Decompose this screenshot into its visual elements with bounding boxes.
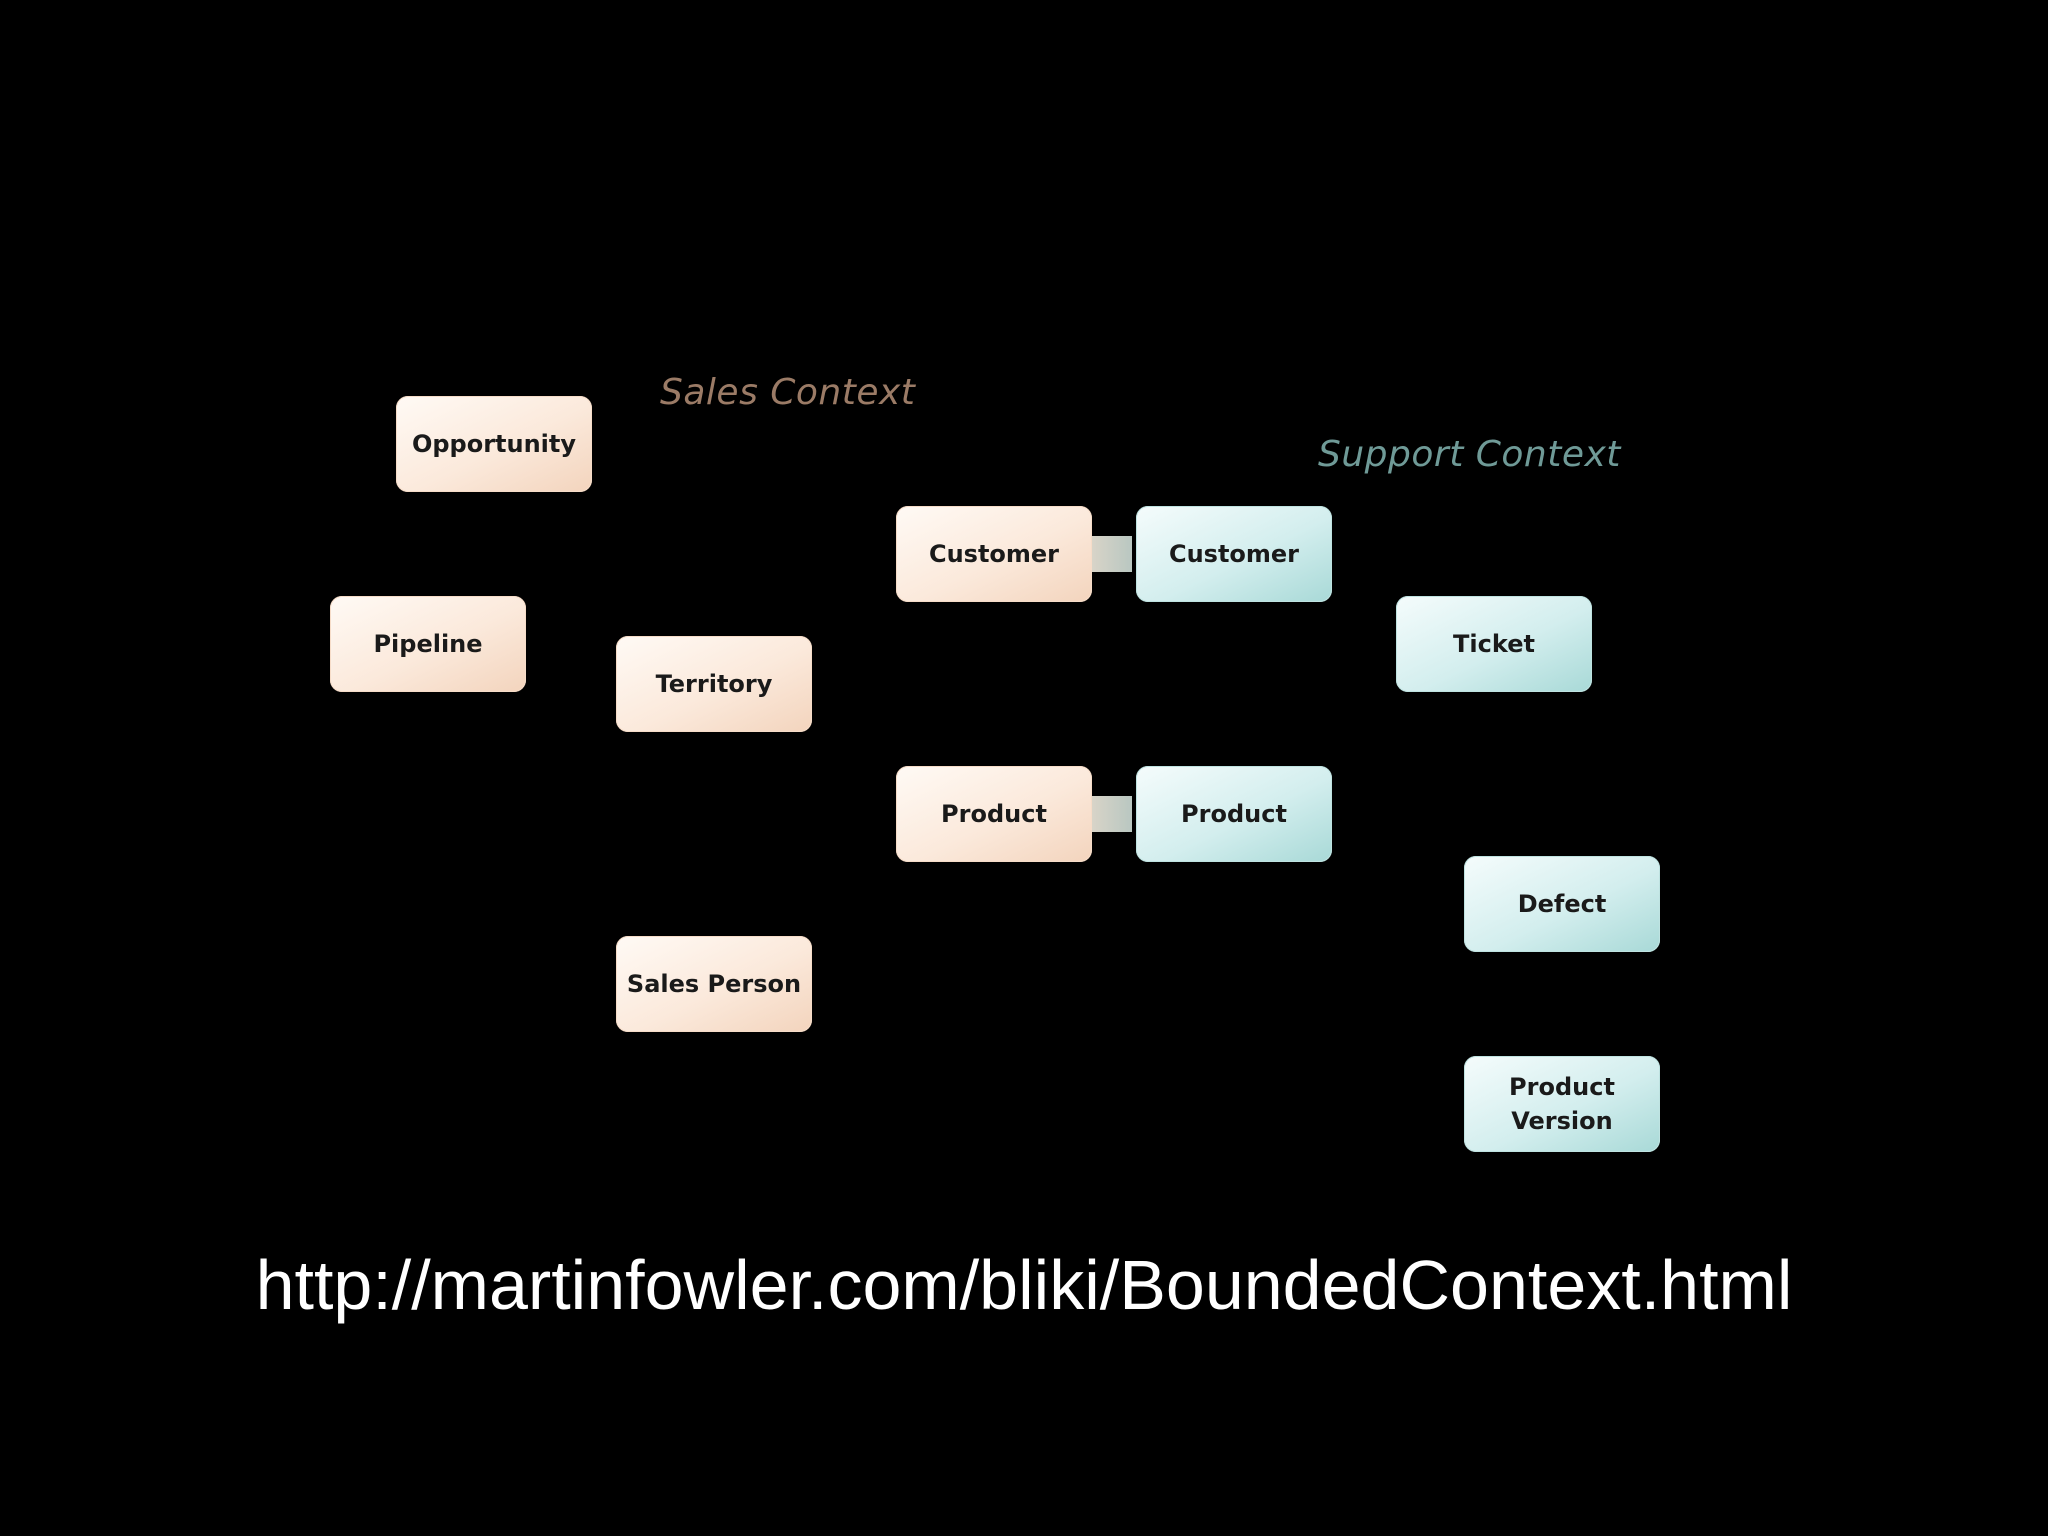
sales-entity-product: Product xyxy=(896,766,1092,862)
product-shared-link xyxy=(1092,796,1132,832)
source-url: http://martinfowler.com/bliki/BoundedCon… xyxy=(255,1246,1793,1324)
support-entity-defect: Defect xyxy=(1464,856,1660,952)
support-context-label: Support Context xyxy=(1318,434,1621,475)
sales-entity-territory: Territory xyxy=(616,636,812,732)
support-entity-ticket: Ticket xyxy=(1396,596,1592,692)
support-entity-product-version: Product Version xyxy=(1464,1056,1660,1152)
sales-entity-pipeline: Pipeline xyxy=(330,596,526,692)
sales-entity-customer: Customer xyxy=(896,506,1092,602)
sales-entity-sales-person: Sales Person xyxy=(616,936,812,1032)
sales-context-label: Sales Context xyxy=(660,372,916,413)
support-entity-product: Product xyxy=(1136,766,1332,862)
support-entity-customer: Customer xyxy=(1136,506,1332,602)
sales-entity-opportunity: Opportunity xyxy=(396,396,592,492)
customer-shared-link xyxy=(1092,536,1132,572)
